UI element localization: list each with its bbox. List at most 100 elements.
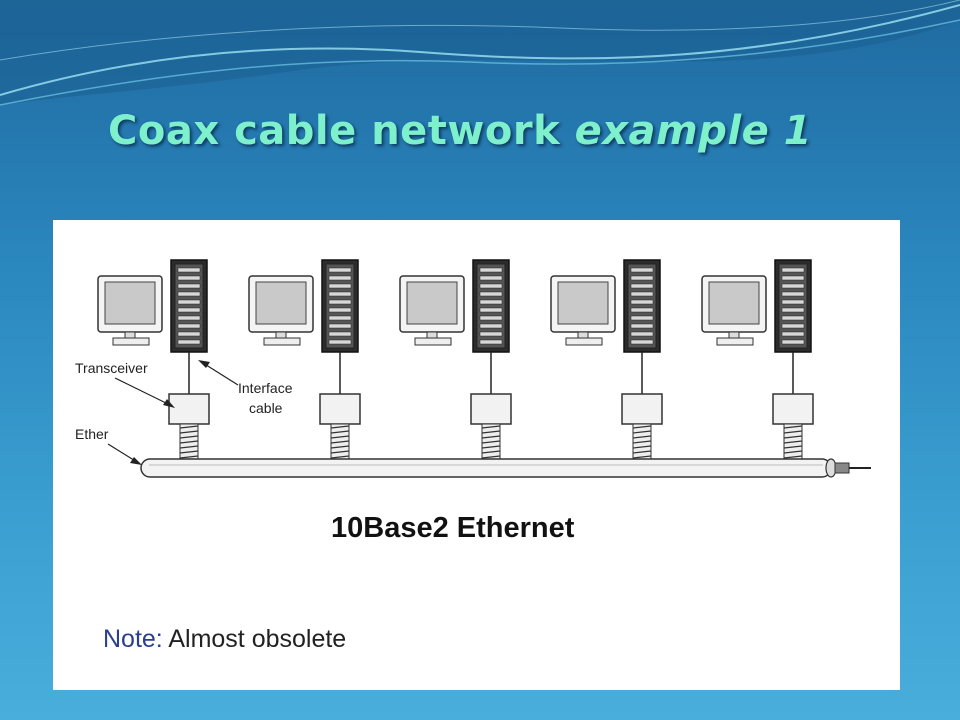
tap-coil-ring [632,440,652,444]
drive-bay [781,315,805,321]
ether-cable [140,458,871,478]
tap-coil-ring [783,445,803,449]
station-3 [399,259,512,461]
drive-bay [177,339,201,345]
drive-bay [781,331,805,337]
transceiver-box [621,393,663,425]
tap-coil-ring [632,430,652,434]
drive-bay [781,307,805,313]
monitor-screen [557,281,609,325]
drive-bay [177,315,201,321]
tap-coil-ring [632,450,652,454]
drive-bay [479,315,503,321]
tap-coil-ring [330,445,350,449]
drive-bay [177,283,201,289]
drive-bay [479,267,503,273]
tap-coil-ring [330,450,350,454]
drive-bay [177,331,201,337]
monitor-neck [124,331,136,339]
tap-coil-ring [632,455,652,459]
tap-coil-ring [481,455,501,459]
interface-label-line2: cable [249,400,283,416]
tap-coil-ring [783,450,803,454]
background-waves [0,0,960,106]
tap-coil-ring [179,425,199,429]
monitor-base [112,337,150,346]
drive-bay [781,291,805,297]
drive-bay [479,283,503,289]
note-line: Note: Almost obsolete [103,625,346,654]
tap-coil-ring [783,430,803,434]
drive-bay [177,307,201,313]
tap-coil-ring [481,450,501,454]
tap-coil-ring [179,435,199,439]
drive-bay [177,299,201,305]
drive-bay [630,291,654,297]
ether-label: Ether [75,426,109,442]
drive-bay [479,339,503,345]
drive-bay [328,275,352,281]
drive-bay [479,299,503,305]
tap-coil-ring [632,435,652,439]
drive-bay [630,315,654,321]
drive-bay [630,283,654,289]
transceiver-box [772,393,814,425]
transceiver-arrowhead [163,399,175,408]
drive-bay [328,267,352,273]
drive-bay [479,275,503,281]
ether-arrow-line [107,443,138,463]
ether-arrowhead [130,457,142,465]
drive-bay [781,275,805,281]
tap-coil-ring [783,455,803,459]
interface-label-line1: Interface [238,380,293,396]
note-key: Note: [103,625,163,653]
tap-coil-ring [179,430,199,434]
drive-bay [328,339,352,345]
title-italic: example 1 [574,108,812,154]
drive-bay [781,323,805,329]
note-text: Almost obsolete [168,625,347,653]
station-4 [550,259,663,461]
tap-coil-ring [179,440,199,444]
monitor-screen [255,281,307,325]
drive-bay [630,323,654,329]
monitor-neck [426,331,438,339]
transceiver-label: Transceiver [75,360,148,376]
drive-bay [630,267,654,273]
tap-coil-ring [179,445,199,449]
tap-coil-ring [330,425,350,429]
drive-bay [177,291,201,297]
drive-bay [328,299,352,305]
monitor-neck [577,331,589,339]
drive-bay [479,323,503,329]
drive-bay [630,275,654,281]
monitor-base [565,337,603,346]
transceiver-box [319,393,361,425]
stations-group [97,259,814,461]
tap-coil-ring [330,435,350,439]
tap-coil-ring [330,440,350,444]
tap-coil-ring [481,435,501,439]
drive-bay [630,307,654,313]
title-main: Coax cable network [108,108,561,154]
drive-bay [177,275,201,281]
drive-bay [328,323,352,329]
monitor-base [716,337,754,346]
drive-bay [630,339,654,345]
monitor-neck [275,331,287,339]
drive-bay [630,299,654,305]
station-2 [248,259,361,461]
drive-bay [328,315,352,321]
interface-arrow-line [202,362,239,386]
drive-bay [630,331,654,337]
slide-title: Coax cable network example 1 [0,108,920,154]
drive-bay [328,331,352,337]
monitor-screen [406,281,458,325]
tap-coil-ring [179,450,199,454]
transceiver-box [470,393,512,425]
drive-bay [479,331,503,337]
tap-coil-ring [783,425,803,429]
monitor-screen [104,281,156,325]
tap-coil-ring [481,430,501,434]
monitor-base [263,337,301,346]
